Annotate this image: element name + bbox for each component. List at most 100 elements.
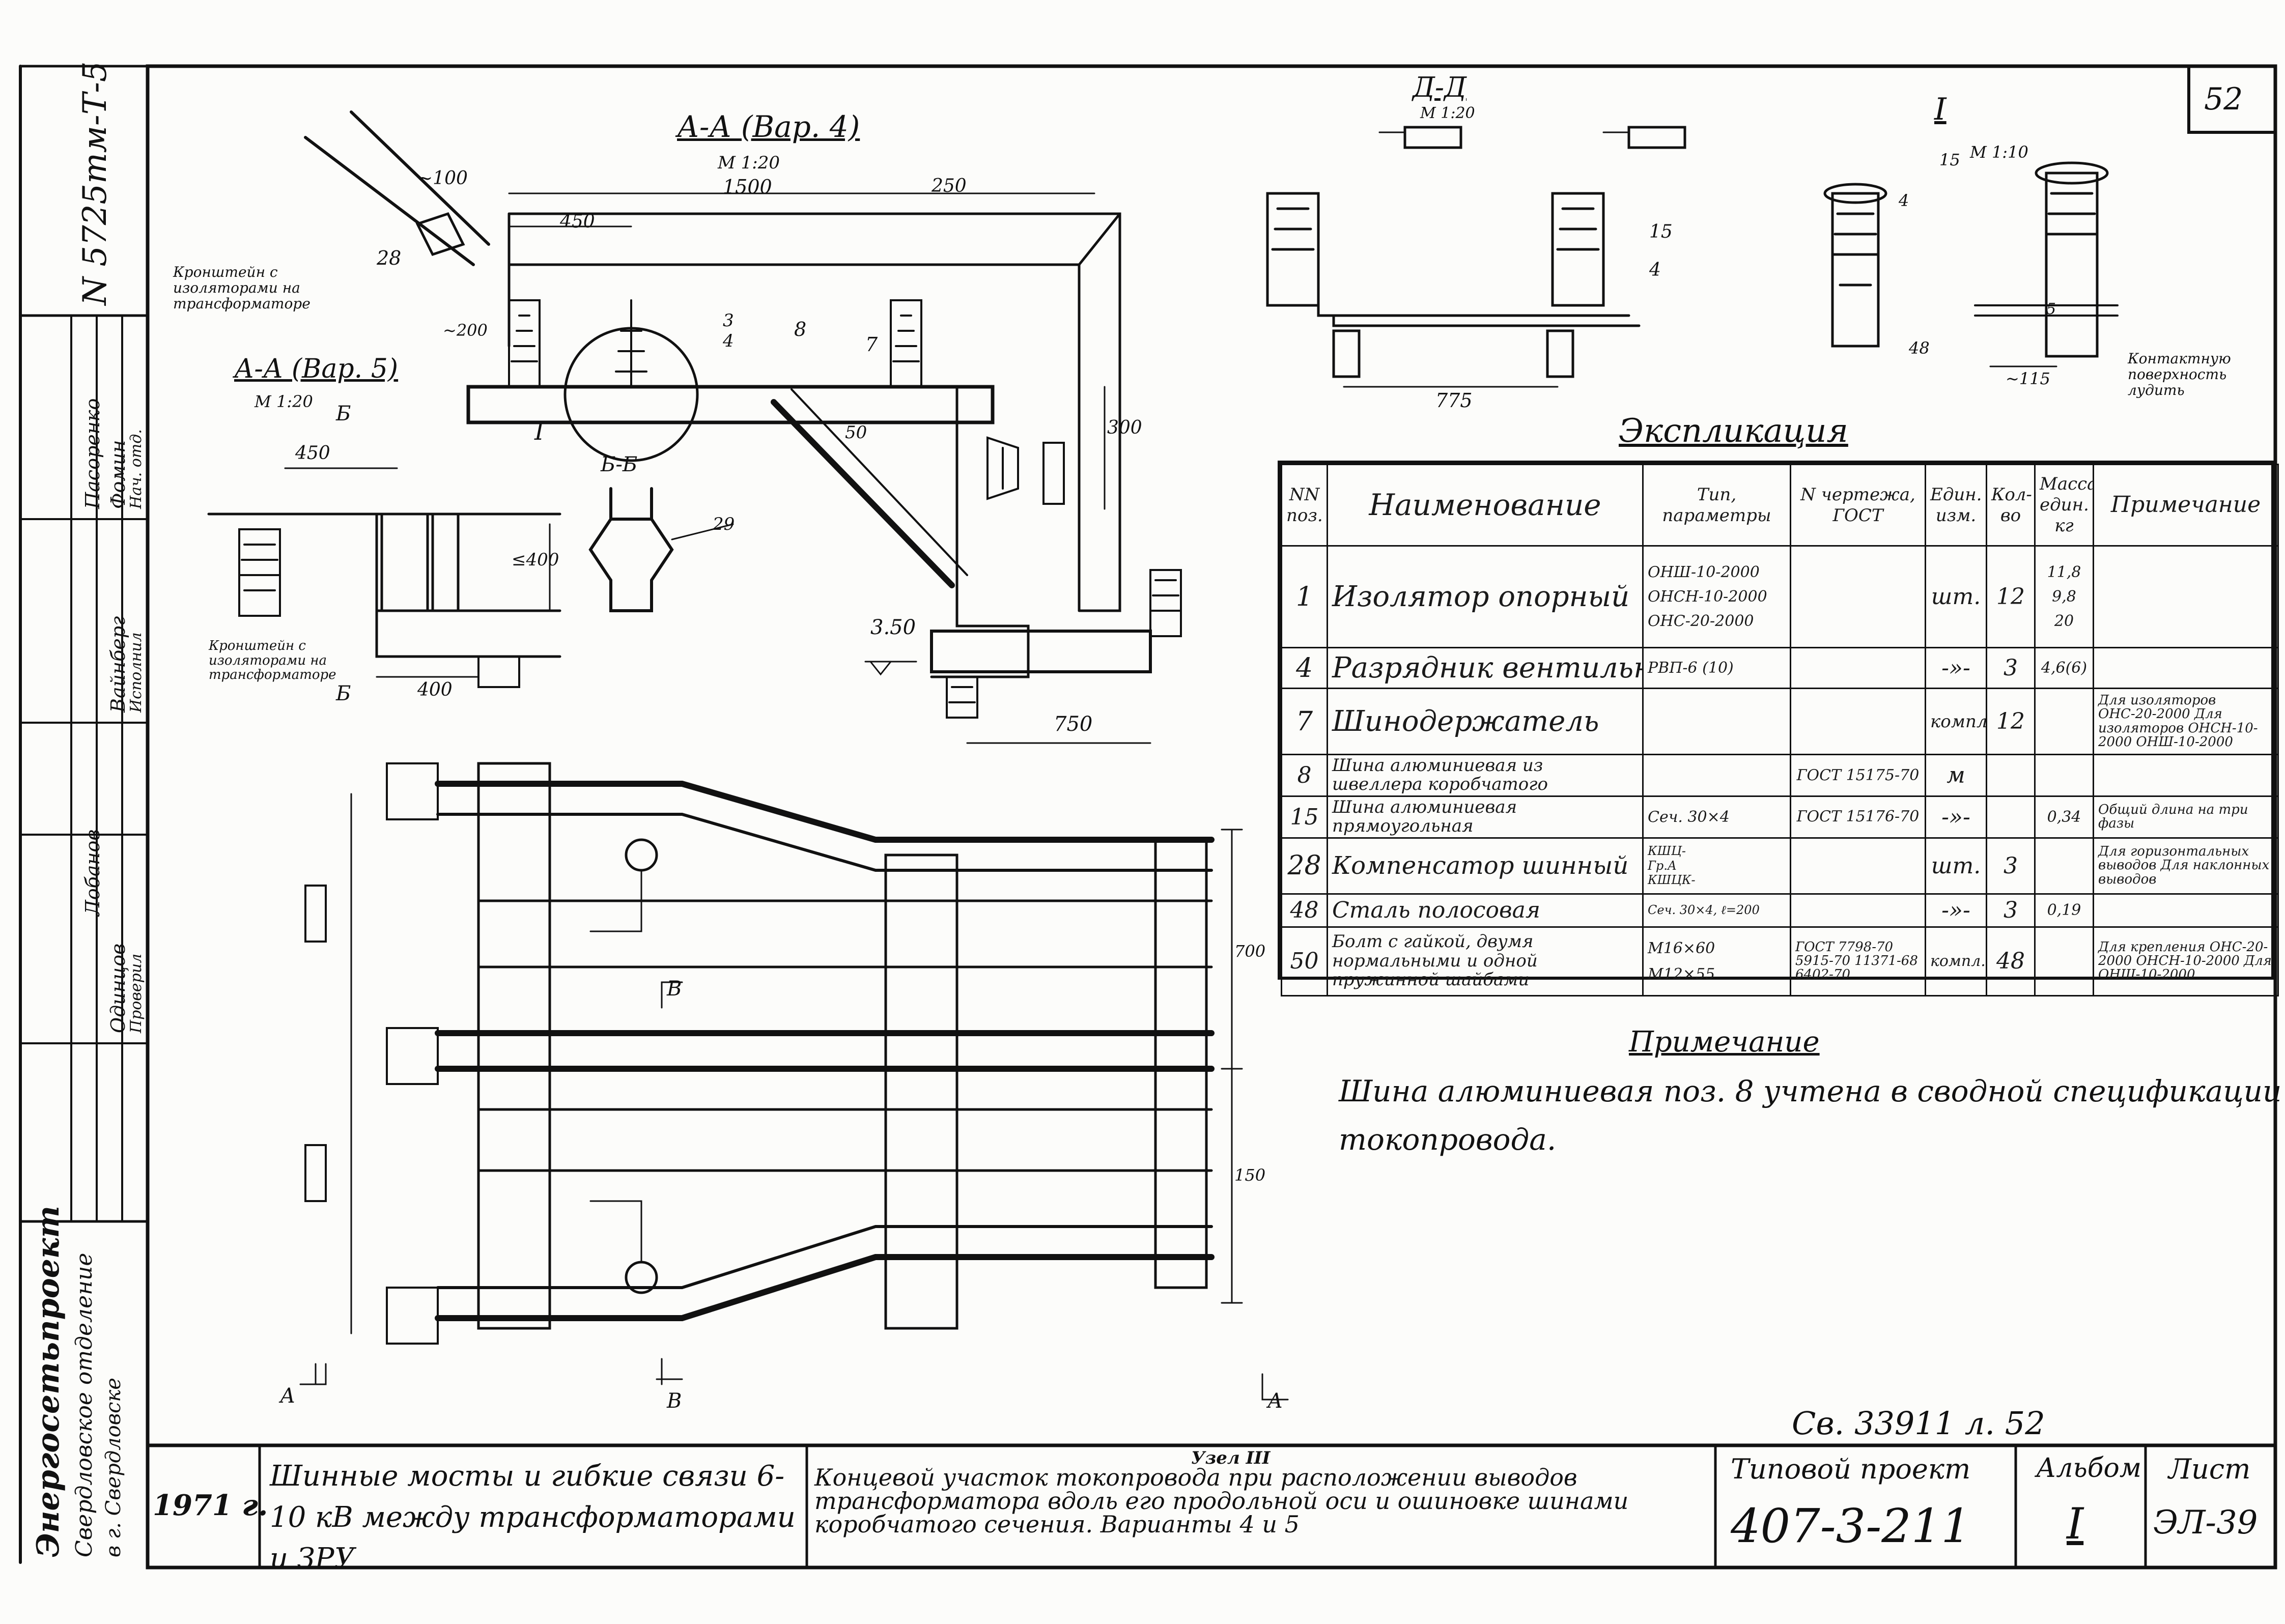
spec-qty: 12: [1986, 688, 2036, 755]
spec-name: Сталь полосовая: [1327, 893, 1644, 928]
dim-label: ~100: [417, 168, 468, 189]
spec-gost: [1790, 688, 1926, 755]
view-title-dd: Д-Д: [1413, 71, 1467, 103]
spec-name: Шинодержатель: [1327, 688, 1644, 755]
spec-pos: 8: [1281, 754, 1328, 797]
spec-pos: 50: [1281, 926, 1328, 996]
spec-gost: [1790, 893, 1926, 928]
callout: 4: [1649, 260, 1661, 280]
dim-label: 300: [1107, 417, 1142, 438]
note-line-1: Шина алюминиевая поз. 8 учтена в сводной…: [1339, 1074, 2282, 1108]
callout: 4: [1899, 191, 1909, 210]
project-number: 407-3-211: [1731, 1499, 1971, 1553]
callout: 29: [713, 514, 735, 534]
spec-type: РВП-6 (10): [1642, 647, 1791, 689]
section-mark: А: [280, 1384, 296, 1408]
plan-view: [299, 762, 1289, 1401]
spec-note: [2093, 545, 2279, 648]
dim-label: 700: [1234, 942, 1266, 961]
spec-row: 7 Шинодержатель компл. 12 Для изоляторов…: [1281, 688, 2279, 755]
view-title-aa-var4: А-А (Вар. 4): [677, 109, 860, 144]
dim-label: 450: [295, 443, 330, 464]
spec-mass: [2034, 837, 2094, 895]
spec-row: 28 Компенсатор шинный КШЦ- Гр.А КШЦК- шт…: [1281, 837, 2279, 895]
spec-name: Шина алюминиевая прямоугольная: [1327, 795, 1644, 839]
spec-name: Изолятор опорный: [1327, 545, 1644, 648]
spec-gost: ГОСТ 7798-70 5915-70 11371-68 6402-70: [1790, 926, 1926, 996]
strip-role-2: Исполнил: [127, 632, 145, 713]
spec-qty: 12: [1986, 545, 2036, 648]
spec-mass-line: 20: [2054, 612, 2074, 630]
spec-unit: шт.: [1925, 837, 1987, 895]
strip-role-1: Нач. отд.: [127, 429, 145, 509]
spec-type: КШЦ- Гр.А КШЦК-: [1642, 837, 1791, 895]
spec-pos: 7: [1281, 688, 1328, 755]
view-aa-var5: [207, 467, 561, 688]
spec-type: ОНШ-10-2000 ОНСН-10-2000 ОНС-20-2000: [1642, 545, 1791, 648]
node-label: Узел III: [1191, 1448, 1271, 1468]
spec-type-line: М12×55: [1648, 965, 1715, 983]
spec-mass: 0,34: [2034, 795, 2094, 839]
spec-type-line: ОНШ-10-2000: [1648, 563, 1760, 581]
sheet-label: Лист: [2168, 1453, 2251, 1485]
view-scale-dd: М 1:20: [1420, 104, 1475, 122]
album-label: Альбом: [2036, 1453, 2141, 1484]
view-node-1: [1823, 161, 2119, 367]
note-title: Примечание: [1629, 1025, 1820, 1059]
dim-label: 450: [560, 211, 595, 232]
handwritten-stamp: Св. 33911 л. 52: [1792, 1405, 2045, 1442]
sheet-number: 52: [2204, 81, 2243, 117]
spec-type-line: ОНС-20-2000: [1648, 612, 1754, 630]
spec-type-line: КШЦ-: [1648, 843, 1686, 858]
spec-type: [1642, 688, 1791, 755]
spec-type: [1642, 754, 1791, 797]
dim-label: 1500: [723, 176, 772, 198]
dim-label: 250: [932, 176, 967, 196]
spec-type-line: Гр.А: [1648, 858, 1677, 873]
org-city: в г. Свердловске: [102, 1378, 125, 1557]
spec-note: Общий длина на три фазы: [2093, 795, 2279, 839]
spec-note: Для изоляторов ОНС-20-2000 Для изоляторо…: [2093, 688, 2279, 755]
spec-gost: ГОСТ 15176-70: [1790, 795, 1926, 839]
spec-row: 8 Шина алюминиевая из швеллера коробчато…: [1281, 754, 2279, 797]
dim-label: ≤400: [512, 550, 559, 570]
org-branch: Свердловское отделение: [71, 1252, 97, 1557]
spec-unit: -»-: [1925, 647, 1987, 689]
strip-name-1: Пасоренко: [81, 398, 104, 509]
spec-type: М16×60 М12×55: [1642, 926, 1791, 996]
callout: 15: [1649, 221, 1673, 242]
org-name: Энергосетьпроект: [31, 1206, 66, 1557]
callout: 48: [1909, 338, 1930, 358]
section-mark: В: [667, 977, 682, 1001]
album-number: I: [2067, 1499, 2084, 1549]
callout: 3: [723, 310, 734, 331]
spec-unit: м: [1925, 754, 1987, 797]
spec-unit: компл.: [1925, 688, 1987, 755]
bracket-note-2: Кронштейн с изоляторами на трансформатор…: [209, 638, 336, 683]
spec-mass-line: 9,8: [2052, 587, 2076, 606]
view-dd: [1266, 126, 1686, 388]
section-mark: Б: [336, 402, 351, 425]
section-bb: [588, 487, 734, 612]
view-title-node1: I: [1934, 92, 1947, 127]
strip-name-4: Лобанов: [81, 829, 104, 916]
spec-pos: 15: [1281, 795, 1328, 839]
spec-row: 15 Шина алюминиевая прямоугольная Сеч. 3…: [1281, 795, 2279, 839]
spec-type-line: ОНСН-10-2000: [1648, 587, 1767, 606]
spec-name: Болт с гайкой, двумя нормальными и одной…: [1327, 926, 1644, 996]
spec-mass: 11,8 9,8 20: [2034, 545, 2094, 648]
view-title-aa-var5: А-А (Вар. 5): [234, 354, 399, 384]
spec-pos: 48: [1281, 893, 1328, 928]
spec-note: [2093, 647, 2279, 689]
spec-unit: -»-: [1925, 795, 1987, 839]
spec-title: Экспликация: [1619, 412, 1848, 450]
spec-row: 1 Изолятор опорный ОНШ-10-2000 ОНСН-10-2…: [1281, 545, 2279, 648]
strip-name-2: Фомин: [107, 440, 129, 509]
dim-label: ~115: [2006, 369, 2050, 388]
dim-label: ~200: [443, 321, 488, 340]
spec-qty: 3: [1986, 837, 2036, 895]
archive-code: N 5725тм-Т-5: [76, 61, 114, 305]
spec-header: Кол-во: [1986, 464, 2036, 547]
spec-header: Един. изм.: [1925, 464, 1987, 547]
spec-qty: 3: [1986, 647, 2036, 689]
